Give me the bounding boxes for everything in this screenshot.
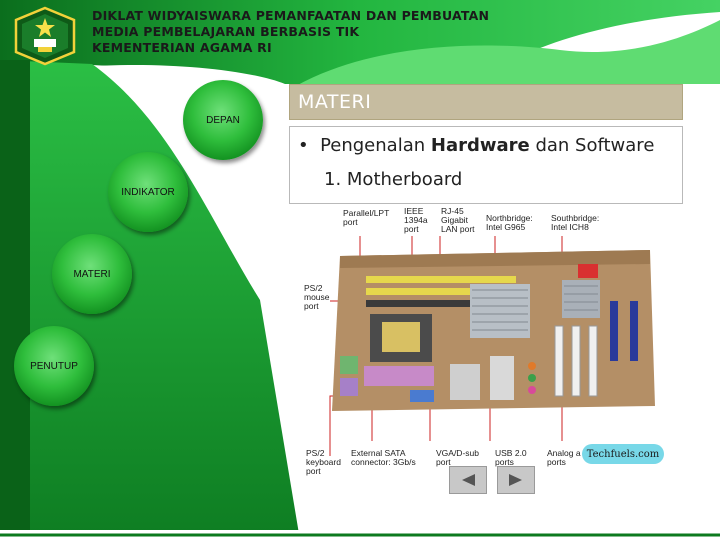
diagram-label: USB 2.0 ports xyxy=(495,448,527,467)
triangle-right-icon xyxy=(509,474,522,486)
kementerian-agama-logo xyxy=(12,6,78,66)
nav-button-label: MATERI xyxy=(73,268,111,280)
diagram-label: External SATA connector: 3Gb/s xyxy=(351,448,416,467)
bullet-text-prefix: Pengenalan xyxy=(320,135,426,156)
nav-button-label: PENUTUP xyxy=(30,360,78,372)
watermark-badge: Techfuels.com xyxy=(582,444,664,464)
bullet-text-bold: Hardware xyxy=(430,135,530,156)
nav-button-label: DEPAN xyxy=(206,114,240,126)
header-line-3: KEMENTERIAN AGAMA RI xyxy=(92,40,272,55)
nav-button-depan[interactable]: DEPAN xyxy=(183,80,263,160)
header-line-1: DIKLAT WIDYAISWARA PEMANFAATAN DAN PEMBU… xyxy=(92,8,490,23)
header-line-2: MEDIA PEMBELAJARAN BERBASIS TIK xyxy=(92,24,360,39)
diagram-label: PS/2 mouse port xyxy=(304,283,330,311)
watermark-text: Techfuels.com xyxy=(586,448,660,460)
section-title-bar: MATERI xyxy=(289,84,683,120)
list-item-motherboard: 1. Motherboard xyxy=(324,169,463,190)
nav-button-label: INDIKATOR xyxy=(121,186,175,198)
diagram-label: Analog a ports xyxy=(547,448,581,467)
nav-button-indikator[interactable]: INDIKATOR xyxy=(108,152,188,232)
content-box: • Pengenalan Hardware dan Software 1. Mo… xyxy=(289,126,683,204)
diagram-label: PS/2 keyboard port xyxy=(306,448,341,476)
diagram-label: IEEE 1394a port xyxy=(404,206,428,234)
triangle-left-icon xyxy=(462,474,475,486)
nav-button-materi[interactable]: MATERI xyxy=(52,234,132,314)
section-title: MATERI xyxy=(298,91,372,113)
diagram-label: RJ-45 Gigabit LAN port xyxy=(441,206,475,234)
diagram-label: Parallel/LPT port xyxy=(343,208,390,227)
diagram-label: VGA/D-sub port xyxy=(436,448,479,467)
diagram-label: Northbridge: Intel G965 xyxy=(486,213,533,232)
bullet-icon: • xyxy=(298,135,321,156)
motherboard-diagram xyxy=(300,206,660,476)
diagram-label: Southbridge: Intel ICH8 xyxy=(551,213,600,232)
bullet-text-suffix: dan Software xyxy=(535,135,655,156)
nav-button-penutup[interactable]: PENUTUP xyxy=(14,326,94,406)
next-button[interactable] xyxy=(497,466,535,494)
bullet-item: • Pengenalan Hardware dan Software xyxy=(298,135,654,156)
previous-button[interactable] xyxy=(449,466,487,494)
